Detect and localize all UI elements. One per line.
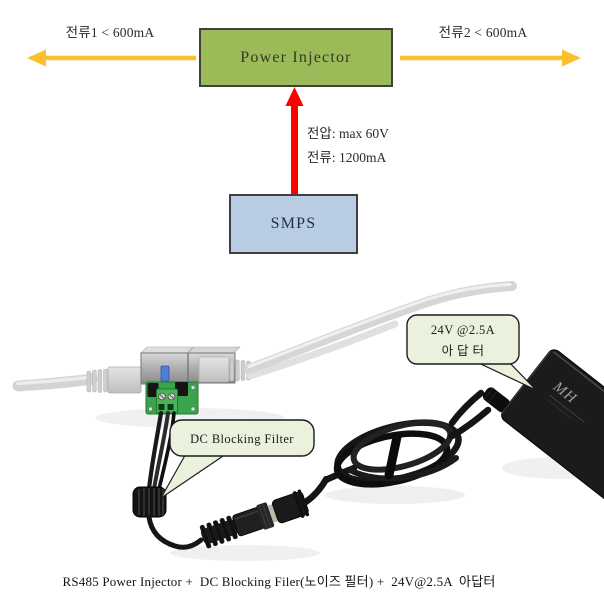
left-rj45-plug bbox=[86, 366, 142, 394]
figure-caption: RS485 Power Injector + DC Blocking Filer… bbox=[62, 574, 496, 589]
filter-callout: DC Blocking Filter bbox=[160, 419, 315, 499]
smps-label: SMPS bbox=[270, 215, 317, 232]
diagram-canvas bbox=[27, 49, 581, 194]
right-arrow-head bbox=[562, 49, 581, 67]
left-current-label: 전류1 < 600mA bbox=[65, 25, 155, 40]
right-flow-arrow bbox=[400, 49, 581, 67]
filter-output-wire bbox=[146, 514, 204, 550]
pcb-component-right bbox=[175, 382, 188, 396]
cable-tie bbox=[384, 432, 402, 480]
power-injector-box: Power Injector bbox=[199, 28, 393, 87]
right-rj45-plug bbox=[198, 356, 251, 383]
voltage-spec-label: 전압: max 60V bbox=[307, 126, 389, 141]
left-arrow-head bbox=[27, 49, 46, 67]
adapter-strain-relief bbox=[482, 387, 511, 413]
blue-component bbox=[160, 365, 170, 382]
power-injector-label: Power Injector bbox=[240, 48, 352, 66]
right-ethernet-cable bbox=[244, 281, 517, 380]
connector-metal-ring bbox=[267, 504, 279, 523]
current-spec-label: 전류: 1200mA bbox=[307, 150, 387, 165]
pcb-component-left bbox=[147, 383, 159, 397]
coiled-cable-bundle bbox=[322, 389, 492, 488]
dc-connector-pair bbox=[199, 475, 330, 549]
power-feed-arrow bbox=[285, 87, 304, 194]
adapter-callout-line1: 24V @2.5A bbox=[431, 323, 495, 337]
adapter-callout-line2: 아 답 터 bbox=[442, 344, 485, 358]
smps-box: SMPS bbox=[229, 194, 358, 254]
power-arrow-head bbox=[285, 87, 304, 106]
hardware-photo: MH DC Blocking Filter 24V @2.5A 아 답 터 bbox=[12, 281, 604, 561]
right-current-label: 전류2 < 600mA bbox=[438, 25, 528, 40]
left-ethernet-cable bbox=[12, 373, 98, 392]
dc-blocking-filter bbox=[132, 486, 167, 518]
filter-wires bbox=[146, 410, 176, 492]
adapter-callout: 24V @2.5A 아 답 터 bbox=[406, 314, 537, 391]
filter-callout-label: DC Blocking Filter bbox=[190, 432, 294, 446]
left-flow-arrow bbox=[27, 49, 196, 67]
injector-pcb bbox=[145, 381, 199, 415]
power-adapter: MH bbox=[482, 349, 604, 519]
